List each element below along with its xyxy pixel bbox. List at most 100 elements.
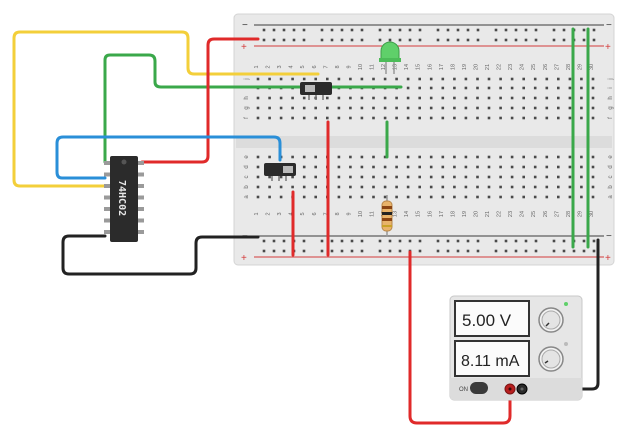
- breadboard-hole[interactable]: [557, 155, 560, 159]
- breadboard-hole[interactable]: [262, 249, 266, 253]
- breadboard-hole[interactable]: [545, 86, 549, 90]
- red-wire-chip-to-rail[interactable]: [140, 37, 260, 164]
- breadboard-hole[interactable]: [464, 77, 468, 81]
- breadboard-hole[interactable]: [524, 249, 528, 253]
- breadboard-hole[interactable]: [557, 185, 560, 189]
- breadboard-hole[interactable]: [580, 86, 583, 90]
- breadboard-hole[interactable]: [580, 116, 583, 120]
- breadboard-hole[interactable]: [487, 165, 491, 169]
- breadboard-hole[interactable]: [591, 165, 595, 169]
- breadboard-hole[interactable]: [408, 38, 412, 42]
- breadboard-hole[interactable]: [291, 155, 294, 159]
- breadboard-hole[interactable]: [291, 106, 294, 110]
- breadboard-hole[interactable]: [464, 106, 468, 110]
- breadboard-hole[interactable]: [453, 77, 456, 81]
- breadboard-hole[interactable]: [408, 28, 412, 32]
- breadboard-hole[interactable]: [522, 175, 525, 179]
- breadboard-hole[interactable]: [282, 38, 286, 42]
- breadboard-hole[interactable]: [522, 165, 525, 169]
- breadboard-hole[interactable]: [268, 77, 271, 81]
- breadboard-hole[interactable]: [291, 77, 294, 81]
- breadboard-hole[interactable]: [441, 195, 445, 199]
- breadboard-hole[interactable]: [522, 185, 525, 189]
- breadboard-hole[interactable]: [429, 96, 433, 100]
- breadboard-hole[interactable]: [360, 116, 364, 120]
- breadboard-hole[interactable]: [302, 195, 306, 199]
- breadboard-hole[interactable]: [418, 195, 421, 199]
- breadboard-hole[interactable]: [557, 116, 560, 120]
- breadboard-hole[interactable]: [533, 86, 537, 90]
- breadboard-hole[interactable]: [378, 28, 382, 32]
- breadboard-hole[interactable]: [330, 28, 334, 32]
- breadboard-hole[interactable]: [398, 239, 402, 243]
- breadboard-hole[interactable]: [279, 195, 283, 199]
- breadboard-hole[interactable]: [510, 106, 514, 110]
- breadboard-hole[interactable]: [395, 116, 398, 120]
- breadboard-hole[interactable]: [568, 106, 572, 110]
- breadboard-hole[interactable]: [522, 195, 525, 199]
- breadboard-hole[interactable]: [436, 38, 440, 42]
- breadboard-hole[interactable]: [545, 175, 549, 179]
- chip-pin[interactable]: [138, 218, 144, 223]
- breadboard-hole[interactable]: [302, 239, 306, 243]
- breadboard-hole[interactable]: [395, 165, 398, 169]
- positive-terminal[interactable]: [504, 383, 516, 395]
- breadboard-hole[interactable]: [256, 165, 260, 169]
- breadboard-hole[interactable]: [582, 28, 586, 32]
- chip-pin[interactable]: [138, 230, 144, 234]
- breadboard-hole[interactable]: [302, 28, 306, 32]
- breadboard-hole[interactable]: [406, 116, 410, 120]
- breadboard-hole[interactable]: [591, 185, 595, 189]
- breadboard-hole[interactable]: [476, 249, 480, 253]
- breadboard-hole[interactable]: [524, 239, 528, 243]
- breadboard-hole[interactable]: [582, 249, 586, 253]
- breadboard-hole[interactable]: [476, 195, 479, 199]
- breadboard-hole[interactable]: [552, 249, 556, 253]
- breadboard-hole[interactable]: [494, 28, 498, 32]
- breadboard-hole[interactable]: [429, 77, 433, 81]
- breadboard-hole[interactable]: [429, 185, 433, 189]
- breadboard-hole[interactable]: [545, 96, 549, 100]
- breadboard-hole[interactable]: [349, 195, 352, 199]
- breadboard-hole[interactable]: [406, 77, 410, 81]
- breadboard-hole[interactable]: [568, 175, 572, 179]
- breadboard-hole[interactable]: [395, 155, 398, 159]
- breadboard-hole[interactable]: [418, 77, 421, 81]
- chip-pin[interactable]: [104, 207, 110, 211]
- breadboard-hole[interactable]: [436, 249, 440, 253]
- breadboard-hole[interactable]: [533, 165, 537, 169]
- breadboard-hole[interactable]: [499, 195, 502, 199]
- breadboard-hole[interactable]: [291, 116, 294, 120]
- breadboard-hole[interactable]: [580, 155, 583, 159]
- breadboard-hole[interactable]: [360, 77, 364, 81]
- breadboard-hole[interactable]: [592, 38, 596, 42]
- breadboard-hole[interactable]: [337, 116, 341, 120]
- breadboard-hole[interactable]: [282, 239, 286, 243]
- breadboard-hole[interactable]: [545, 165, 549, 169]
- breadboard-hole[interactable]: [360, 249, 364, 253]
- breadboard-hole[interactable]: [349, 96, 352, 100]
- breadboard-hole[interactable]: [466, 28, 470, 32]
- breadboard-hole[interactable]: [499, 77, 502, 81]
- breadboard-hole[interactable]: [494, 38, 498, 42]
- breadboard-hole[interactable]: [453, 165, 456, 169]
- breadboard-hole[interactable]: [522, 116, 525, 120]
- breadboard-hole[interactable]: [256, 106, 260, 110]
- breadboard-hole[interactable]: [340, 249, 344, 253]
- breadboard-hole[interactable]: [453, 116, 456, 120]
- breadboard-hole[interactable]: [279, 116, 283, 120]
- breadboard-hole[interactable]: [378, 249, 382, 253]
- breadboard-hole[interactable]: [557, 195, 560, 199]
- breadboard-hole[interactable]: [499, 96, 502, 100]
- breadboard-hole[interactable]: [340, 239, 344, 243]
- breadboard-hole[interactable]: [395, 96, 398, 100]
- breadboard-hole[interactable]: [350, 249, 354, 253]
- breadboard-hole[interactable]: [320, 239, 324, 243]
- breadboard-hole[interactable]: [326, 96, 329, 100]
- breadboard-hole[interactable]: [272, 38, 276, 42]
- breadboard-hole[interactable]: [552, 239, 556, 243]
- breadboard-hole[interactable]: [510, 175, 514, 179]
- breadboard-hole[interactable]: [360, 195, 364, 199]
- breadboard-hole[interactable]: [510, 155, 514, 159]
- breadboard-hole[interactable]: [314, 106, 317, 110]
